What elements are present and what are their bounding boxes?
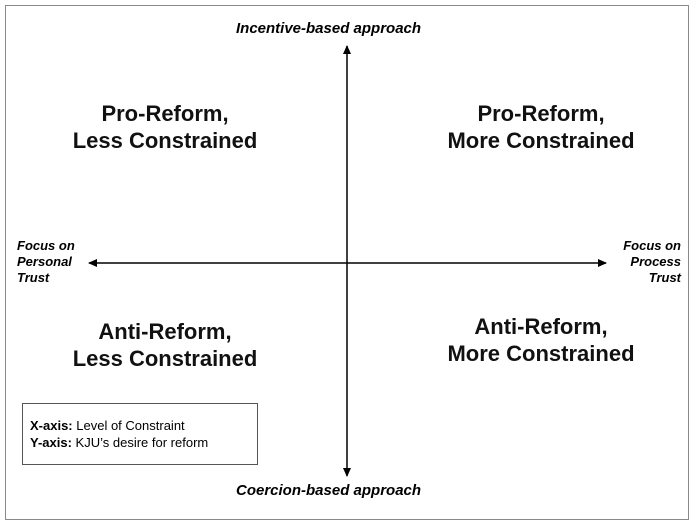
x-axis-right-label-line: Focus on [623, 238, 681, 253]
x-axis-left-label-line: Personal [17, 254, 72, 269]
x-axis-left-label-line: Trust [17, 270, 50, 285]
key-y-term: Y-axis: [30, 435, 72, 450]
quadrant-subtitle: More Constrained [447, 341, 635, 366]
quadrant-top-right: Pro-Reform, More Constrained [411, 100, 671, 154]
quadrant-title: Anti-Reform, [98, 319, 232, 344]
quadrant-bottom-right: Anti-Reform, More Constrained [411, 313, 671, 367]
key-y-row: Y-axis: KJU’s desire for reform [30, 434, 257, 451]
quadrant-subtitle: Less Constrained [72, 346, 258, 371]
quadrant-title: Pro-Reform, [101, 101, 229, 126]
x-axis-right-label: Focus on Process Trust [623, 238, 681, 286]
x-axis-left-label-line: Focus on [17, 238, 75, 253]
key-x-term: X-axis: [30, 418, 73, 433]
key-x-row: X-axis: Level of Constraint [30, 417, 257, 434]
x-axis-right-label-line: Trust [648, 270, 681, 285]
x-axis-right-label-line: Process [630, 254, 681, 269]
diagram-frame [5, 5, 689, 520]
quadrant-title: Pro-Reform, [477, 101, 605, 126]
quadrant-title: Anti-Reform, [474, 314, 608, 339]
key-x-desc: Level of Constraint [76, 418, 185, 433]
quadrant-top-left: Pro-Reform, Less Constrained [40, 100, 290, 154]
y-axis-bottom-label: Coercion-based approach [236, 482, 422, 499]
quadrant-subtitle: More Constrained [447, 128, 635, 153]
y-axis-top-label: Incentive-based approach [236, 20, 422, 37]
quadrant-bottom-left: Anti-Reform, Less Constrained [40, 318, 290, 372]
x-axis-left-label: Focus on Personal Trust [17, 238, 75, 286]
quadrant-subtitle: Less Constrained [72, 128, 258, 153]
axis-key-box: X-axis: Level of Constraint Y-axis: KJU’… [22, 403, 258, 465]
key-y-desc: KJU’s desire for reform [75, 435, 209, 450]
